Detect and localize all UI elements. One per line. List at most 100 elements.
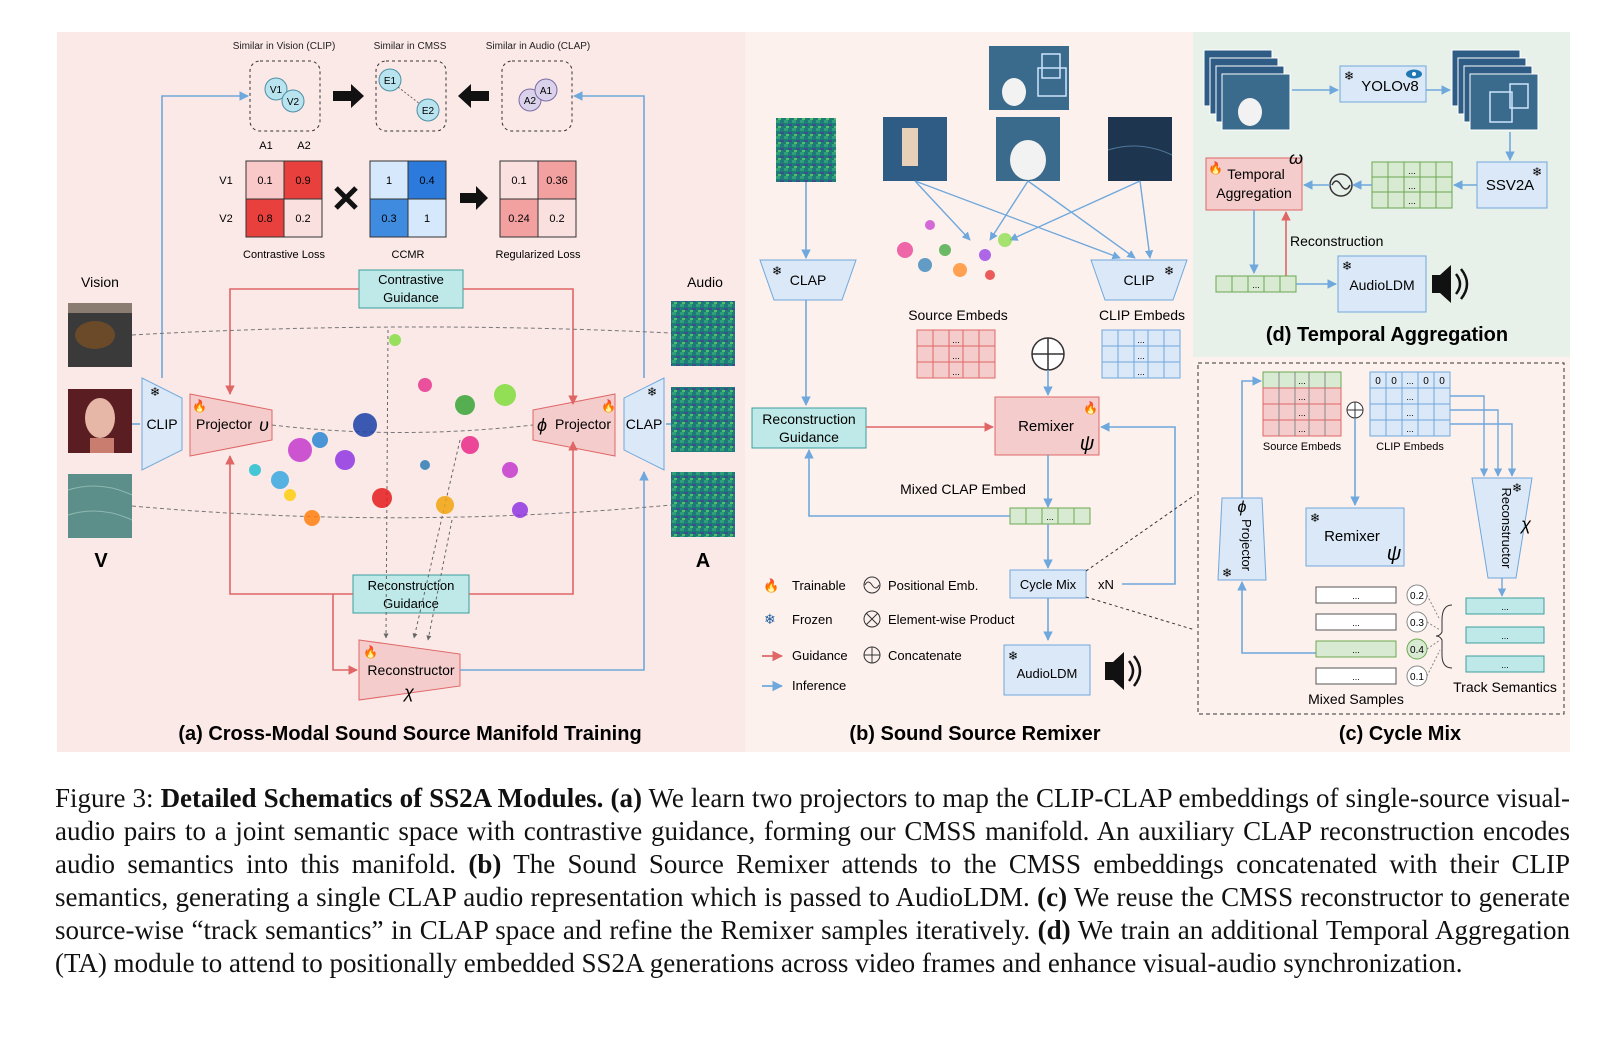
panel-b-spectrogram: [776, 118, 836, 182]
node-v2: [281, 89, 305, 113]
cycle-mix-box: [1009, 569, 1087, 599]
panel-c: ... ... ... ... 0 0 ... 0 0 ... ... ... …: [1197, 362, 1565, 745]
vision-image-person: [68, 389, 132, 453]
figure-diagram: Similar in Vision (CLIP) Similar in CMSS…: [57, 32, 1570, 752]
panel-b-image-3: [1107, 117, 1173, 181]
zero-cell: 0: [1375, 376, 1381, 387]
audio-spectrogram-3: [671, 472, 735, 537]
ellipsis: ...: [1406, 392, 1414, 402]
frozen-icon: ❄: [1342, 259, 1352, 273]
panel-a-title: (a) Cross-Modal Sound Source Manifold Tr…: [178, 723, 641, 745]
multiply-icon: [334, 186, 358, 210]
reconstructor-chi: [1471, 477, 1533, 579]
weight-value: 0.4: [1410, 645, 1424, 656]
temporal-aggregation-text: Aggregation: [1216, 185, 1292, 201]
source-embeds-grid: ... ... ... ...: [1262, 371, 1342, 437]
upsilon-symbol: υ: [259, 415, 269, 435]
frozen-icon: ❄: [150, 385, 160, 399]
vision-similarity-box: [249, 60, 321, 132]
reconstructor-label: Reconstructor: [367, 662, 454, 678]
clip-encoder: [1090, 259, 1188, 301]
clap-label: CLAP: [626, 416, 663, 432]
ellipsis: ...: [1352, 591, 1360, 601]
frozen-icon: ❄: [1532, 165, 1542, 179]
ellipsis: ...: [1252, 280, 1260, 290]
positional-embedding-icon: [863, 576, 881, 594]
concatenate-icon: [863, 646, 881, 664]
ellipsis: ...: [1406, 408, 1414, 418]
ellipsis: ...: [1298, 392, 1306, 402]
frozen-icon: ❄: [1164, 264, 1174, 278]
arrow-right-icon: [333, 84, 364, 108]
caption-text-c: We reuse the CMSS reconstructor to gener…: [55, 882, 1570, 945]
audioldm-label: AudioLDM: [1017, 666, 1078, 681]
vision-image-dog: [68, 303, 132, 367]
ellipsis: ...: [1501, 602, 1509, 612]
ellipsis: ...: [1501, 660, 1509, 670]
audioldm-label: AudioLDM: [1349, 277, 1414, 293]
caption-figure-label: Figure 3:: [55, 783, 161, 813]
speaker-icon: [1105, 652, 1142, 690]
source-embeds-scatter: [897, 220, 1012, 280]
ellipsis: ...: [1298, 408, 1306, 418]
projector-label: Projector: [555, 416, 611, 432]
contrastive-guidance-text: Guidance: [383, 290, 439, 305]
panel-d: YOLOv8 ❄ SSV2A ❄ ... ... ... Temporal Ag…: [1203, 49, 1548, 346]
panel-b-image-1: [883, 117, 947, 181]
arrow-left-icon: [458, 84, 489, 108]
ellipsis: ...: [1352, 672, 1360, 682]
concatenate-icon: [1031, 337, 1065, 371]
ellipsis: ...: [1298, 376, 1306, 386]
contrastive-cell: 0.2: [295, 213, 310, 225]
node-v1-label: V1: [270, 85, 283, 96]
speaker-icon: [1432, 265, 1469, 303]
psi-symbol: ψ: [1080, 433, 1095, 455]
contrastive-loss-label: Contrastive Loss: [243, 249, 325, 261]
panel-a: Similar in Vision (CLIP) Similar in CMSS…: [67, 41, 735, 745]
remixer-label: Remixer: [1018, 418, 1074, 435]
elementwise-product-icon: [863, 610, 881, 628]
caption-tag-b: (b): [468, 849, 502, 879]
contrastive-cell: 0.8: [257, 213, 272, 225]
video-frames-stack: [1203, 49, 1291, 131]
contrastive-cell: 0.1: [257, 175, 272, 187]
legend-concatenate: Concatenate: [888, 648, 962, 663]
weight-value: 0.2: [1410, 591, 1424, 602]
ellipsis: ...: [1406, 424, 1414, 434]
col-a1-label: A1: [259, 140, 272, 152]
clip-embeds-label: CLIP Embeds: [1099, 307, 1185, 323]
ellipsis: ...: [952, 367, 960, 377]
contrastive-guidance-text: Contrastive: [378, 272, 444, 287]
mixed-clap-embed-bar: ...: [1009, 507, 1091, 525]
node-e2: [416, 98, 440, 122]
ccmr-cell: 1: [386, 175, 392, 187]
reconstructor-chi: [358, 639, 461, 701]
trainable-flame-icon: 🔥: [363, 645, 378, 659]
reconstruction-label: Reconstruction: [1290, 233, 1383, 249]
legend-trainable: Trainable: [792, 578, 846, 593]
cmss-manifold-scatter: [249, 334, 528, 526]
vision-symbol: V: [94, 550, 108, 572]
panel-b-detected-frame: [989, 46, 1069, 110]
reconstructor-label: Reconstructor: [1499, 488, 1514, 570]
audio-label: Audio: [687, 274, 723, 290]
frozen-icon: ❄: [1310, 511, 1320, 525]
yolov8-label: YOLOv8: [1361, 78, 1419, 95]
clap-encoder-right: [623, 377, 665, 471]
contrastive-cell: 0.9: [295, 175, 310, 187]
trainable-flame-icon: 🔥: [1208, 161, 1223, 175]
caption-tag-c: (c): [1037, 882, 1068, 912]
ccmr-cell: 1: [424, 213, 430, 225]
legend-guidance: Guidance: [792, 648, 848, 663]
audio-spectrogram-2: [671, 387, 735, 452]
ssv2a-outputs-grid: ... ... ...: [1371, 161, 1453, 209]
ellipsis: ...: [1137, 351, 1145, 361]
col-a2-label: A2: [297, 140, 310, 152]
ellipsis: ...: [1408, 196, 1416, 206]
cycle-mix-dashed-frame: [1197, 362, 1565, 715]
ellipsis: ...: [1046, 512, 1054, 522]
row-v2-label: V2: [219, 213, 232, 225]
source-embeds-label: Source Embeds: [908, 307, 1008, 323]
remixer-box: [1305, 507, 1405, 567]
xn-label: xN: [1098, 577, 1114, 592]
